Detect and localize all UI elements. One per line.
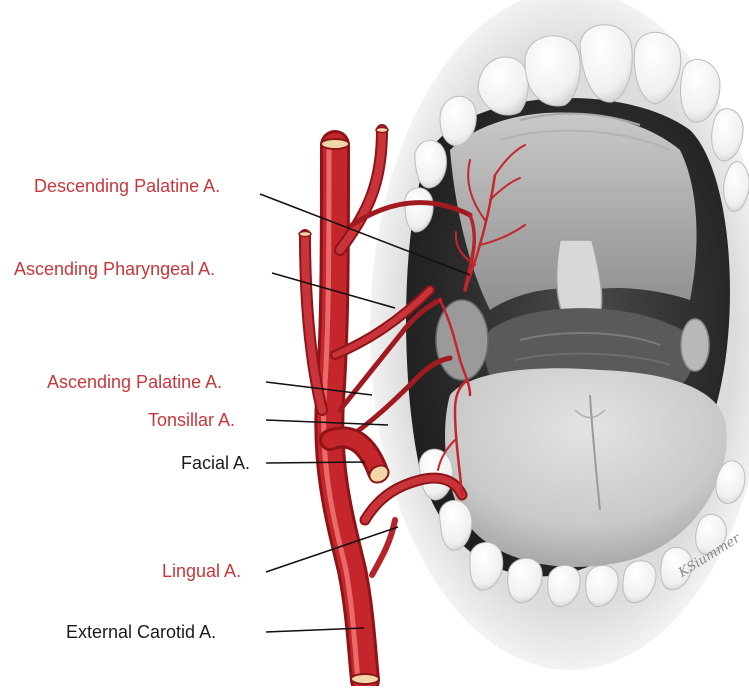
label-ascending-palatine: Ascending Palatine A. xyxy=(47,371,222,393)
label-tonsillar: Tonsillar A. xyxy=(148,409,235,431)
label-external-carotid: External Carotid A. xyxy=(66,621,216,643)
leader-facial xyxy=(266,462,365,463)
label-descending-palatine: Descending Palatine A. xyxy=(34,175,220,197)
label-ascending-pharyngeal: Ascending Pharyngeal A. xyxy=(14,258,215,280)
label-lingual: Lingual A. xyxy=(162,560,241,582)
label-facial: Facial A. xyxy=(181,452,250,474)
